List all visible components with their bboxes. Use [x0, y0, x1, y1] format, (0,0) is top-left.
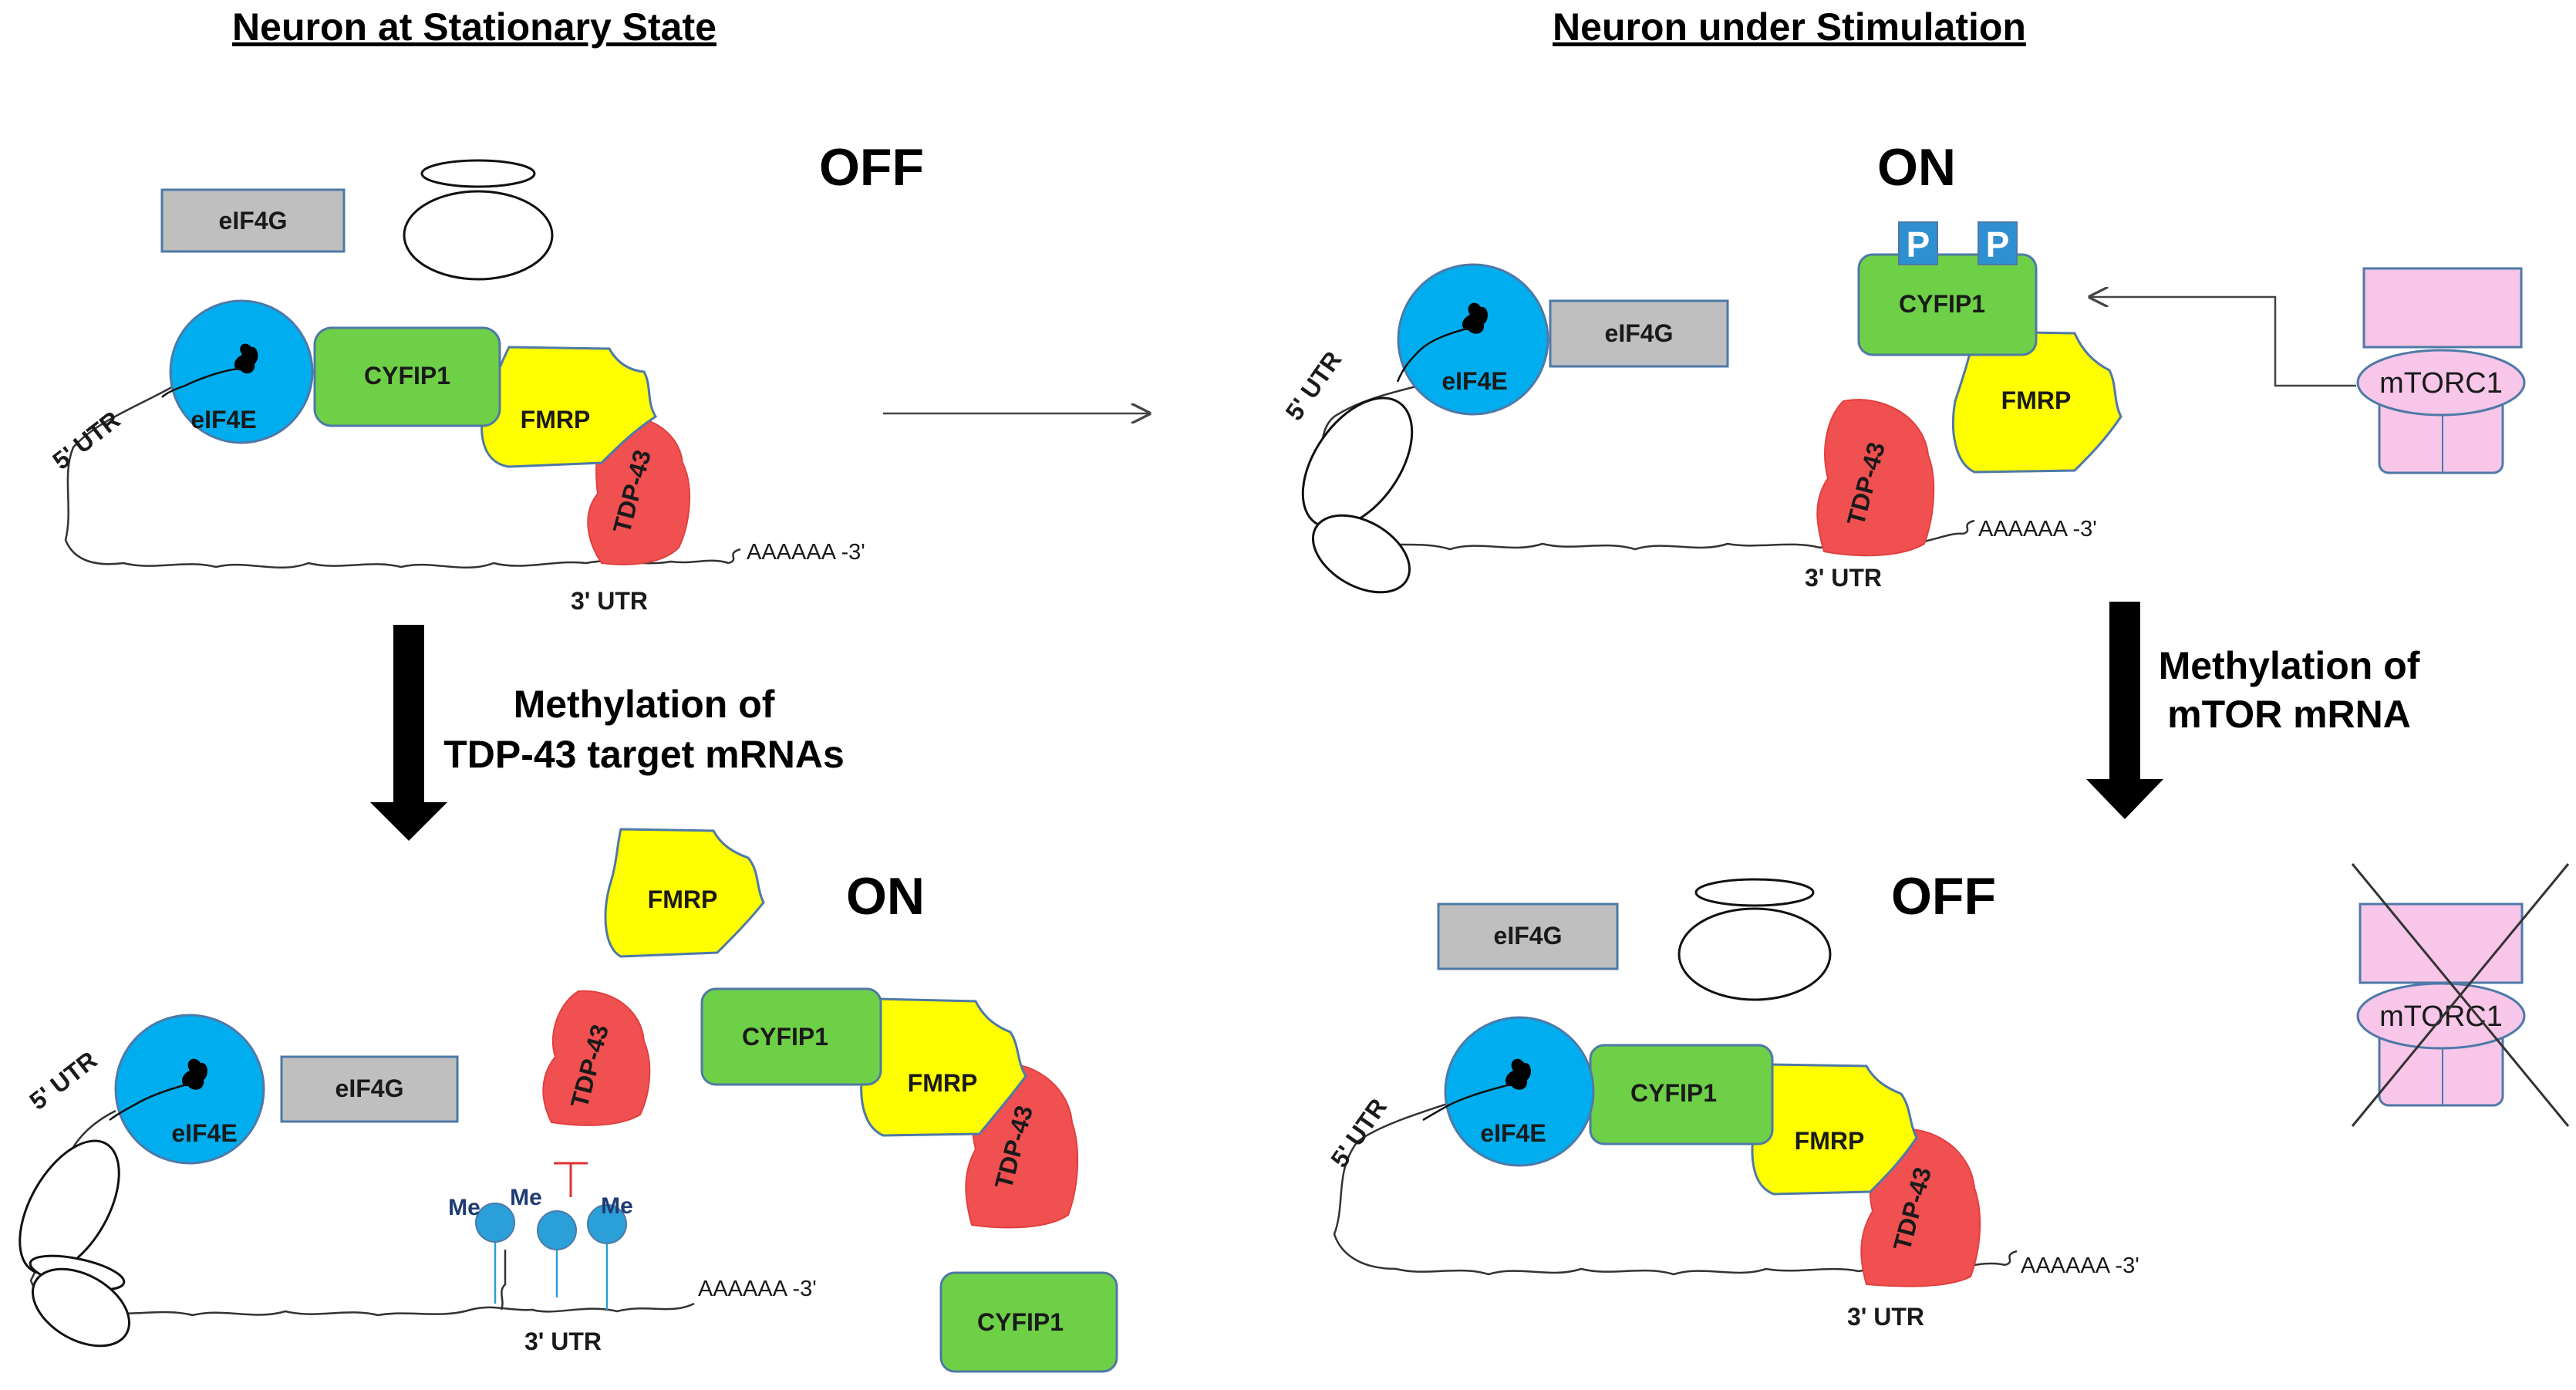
fmrp-label-c2: FMRP	[908, 1069, 978, 1097]
eif4e-label-d: eIF4E	[1480, 1119, 1546, 1147]
tdp43-blob	[587, 416, 690, 565]
fmrp-label-d: FMRP	[1795, 1127, 1865, 1155]
cyfip1-label: CYFIP1	[364, 362, 450, 390]
cap-icon-c	[182, 1058, 207, 1090]
step-label-right-1: Methylation of	[2159, 644, 2420, 687]
phospho-label-2: P	[1986, 224, 2010, 265]
utr3-label: 3' UTR	[571, 587, 648, 615]
mtorc1-label: mTORC1	[2379, 367, 2503, 400]
methyl-label-1: Me	[448, 1195, 480, 1220]
phospho-label-1: P	[1907, 224, 1930, 265]
ribosome-bound-c	[19, 1139, 131, 1348]
eif4e-circle-d	[1444, 1016, 1595, 1167]
cyfip1-block-b	[1857, 253, 2038, 356]
methyl-group-1: Me	[448, 1195, 515, 1304]
methyl-group-3: Me	[587, 1193, 633, 1310]
step-arrow-left	[370, 625, 447, 841]
phospho-badge-2	[1978, 221, 2018, 265]
eif4g-label-d: eIF4G	[1494, 922, 1563, 950]
tdp43-blob-b	[1816, 399, 1935, 557]
mrna-strand	[64, 373, 730, 568]
polya-tail-b: AAAAAA -3'	[1978, 517, 2097, 541]
panel-stationary-off: OFF eIF4G AAAAAA -3' 5' UTR 3' UTR TDP-4…	[47, 138, 924, 615]
eif4g-label-b: eIF4G	[1605, 319, 1674, 347]
utr5-label-d: 5' UTR	[1325, 1093, 1392, 1172]
mtorc1-complex: mTORC1	[2356, 267, 2526, 474]
state-label-bottom-left: ON	[846, 867, 925, 926]
panel-methylation-off: OFF eIF4G AAAAAA -3' 5' UTR 3' UTR TDP-4…	[1325, 863, 2570, 1331]
cap-icon-d	[1505, 1058, 1531, 1090]
eif4g-label: eIF4G	[219, 207, 288, 234]
step-label-left-1: Methylation of	[514, 683, 775, 726]
step-label-right-2: mTOR mRNA	[2167, 693, 2411, 736]
cross-line-2	[2351, 863, 2570, 1127]
eif4g-block-d	[1437, 902, 1619, 970]
mtorc1-arrow	[2090, 297, 2356, 387]
polya-tail-c: AAAAAA -3'	[698, 1277, 817, 1301]
methyl-group-2: Me	[510, 1185, 577, 1297]
cyfip1-block-c	[700, 987, 882, 1086]
utr5-label: 5' UTR	[47, 406, 125, 475]
mrna-tail-b	[1962, 519, 1975, 535]
state-label-top-left: OFF	[819, 138, 924, 197]
ribosome	[403, 159, 554, 281]
step-arrow-right	[2086, 602, 2163, 819]
tdp43-blob-c	[542, 990, 651, 1126]
methyl-label-3: Me	[601, 1193, 633, 1219]
fmrp-blob-c	[604, 828, 765, 958]
step-label-left-2: TDP-43 target mRNAs	[443, 733, 845, 776]
eif4g-block-b	[1549, 299, 1729, 368]
methyl-label-2: Me	[510, 1185, 542, 1210]
polya-tail: AAAAAA -3'	[747, 540, 865, 565]
polya-tail-d: AAAAAA -3'	[2021, 1253, 2139, 1278]
fmrp-label-c: FMRP	[648, 886, 718, 913]
inhibition-symbol	[554, 1162, 588, 1197]
cyfip1-block-c2	[939, 1271, 1118, 1373]
mrna-tail-d	[2004, 1250, 2018, 1267]
panel-stimulation-on: ON AAAAAA -3' 5' UTR 3' UTR TDP-43 FMRP …	[1280, 138, 2526, 594]
eif4e-circle	[169, 299, 314, 444]
utr5-label-b: 5' UTR	[1280, 346, 1347, 426]
cyfip1-label-b: CYFIP1	[1899, 290, 1985, 318]
heading-left: Neuron at Stationary State	[232, 5, 716, 49]
eif4g-block	[160, 188, 346, 253]
fmrp-label: FMRP	[521, 406, 591, 434]
eif4e-circle-c	[114, 1014, 265, 1165]
cap-icon	[234, 343, 258, 374]
eif4g-label-c: eIF4G	[335, 1075, 404, 1102]
eif4e-label-b: eIF4E	[1441, 367, 1507, 395]
mrna-tail	[728, 548, 741, 565]
cyfip1-block	[313, 326, 501, 427]
utr3-label-d: 3' UTR	[1847, 1303, 1924, 1331]
ribosome-d	[1677, 878, 1832, 1001]
cyfip1-label-c2: CYFIP1	[977, 1308, 1064, 1336]
eif4e-label: eIF4E	[191, 406, 256, 434]
cyfip1-label-c: CYFIP1	[742, 1023, 828, 1051]
utr5-label-c: 5' UTR	[24, 1046, 102, 1115]
fmrp-label-b: FMRP	[2001, 386, 2072, 414]
eif4e-label-c: eIF4E	[171, 1119, 237, 1147]
eif4g-block-c	[280, 1055, 459, 1123]
mrna-loop-c	[500, 1250, 507, 1311]
utr3-label-b: 3' UTR	[1805, 564, 1882, 592]
cyfip1-label-d: CYFIP1	[1630, 1079, 1717, 1107]
panel-methylation-on: ON AAAAAA -3' 5' UTR 3' UTR eIF4G eIF4E …	[19, 828, 1118, 1373]
phospho-badge-1	[1898, 221, 1938, 265]
utr3-label-c: 3' UTR	[524, 1328, 602, 1355]
heading-right: Neuron under Stimulation	[1553, 5, 2026, 49]
mtorc1-inactive: mTORC1	[2351, 863, 2570, 1127]
ribosome-bound-b	[1301, 396, 1414, 594]
fmrp-blob-b	[1951, 330, 2123, 474]
state-label-bottom-right: OFF	[1891, 867, 1996, 926]
state-label-top-right: ON	[1877, 138, 1956, 197]
eif4e-circle-b	[1397, 263, 1549, 416]
cap-icon-b	[1462, 302, 1488, 334]
